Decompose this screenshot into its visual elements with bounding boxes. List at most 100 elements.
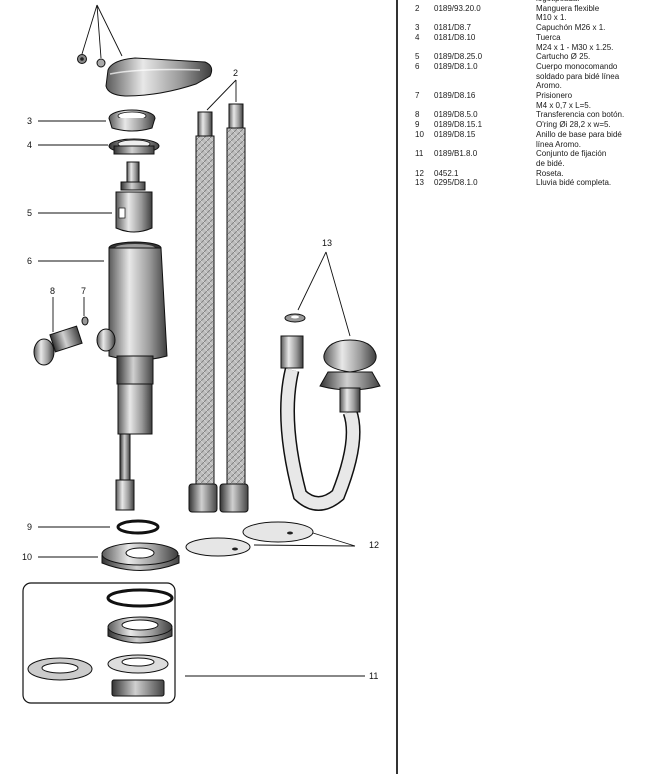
leader-13 xyxy=(297,251,351,337)
o-ring xyxy=(116,519,160,535)
part-number: 8 xyxy=(415,110,420,120)
description-line: logotipeada. xyxy=(536,0,641,4)
callout-4: 4 xyxy=(27,140,32,150)
part-row: 13 0295/D8.1.0 Lluvia bidé completa. xyxy=(415,178,643,188)
leader-top xyxy=(81,4,123,59)
description-line: M4 x 0,7 x L=5. xyxy=(536,100,591,110)
retaining-nut xyxy=(108,138,160,155)
cartridge xyxy=(115,161,153,233)
screw-icon xyxy=(77,54,87,64)
part-code: 0189/D8.1.0 xyxy=(434,61,478,71)
fixing-set-box xyxy=(22,582,176,704)
part-description: O'ring Øi 28,2 x w=5. xyxy=(536,120,641,130)
callout-6: 6 xyxy=(27,256,32,266)
cap-nut xyxy=(108,109,156,132)
part-number: 9 xyxy=(415,120,420,130)
base-ring xyxy=(101,542,180,571)
grub-screw xyxy=(81,316,89,326)
part-code: 0181/D8.7 xyxy=(434,23,471,33)
callout-8: 8 xyxy=(50,286,55,296)
callout-labels: 2 3 4 5 6 7 8 9 10 11 12 13 xyxy=(22,68,379,681)
part-row: 5 0189/D8.25.0 Cartucho Ø 25. xyxy=(415,52,643,62)
leader-2 xyxy=(206,79,237,111)
part-description: Roseta. xyxy=(536,169,641,179)
description-line: de bidé. xyxy=(536,158,565,168)
description-line: soldado para bidé línea xyxy=(536,71,620,81)
part-number: 6 xyxy=(415,61,420,71)
callout-2: 2 xyxy=(233,68,238,78)
leader-12 xyxy=(253,532,356,547)
part-description: Capuchón M26 x 1. xyxy=(536,23,641,33)
callout-10: 10 xyxy=(22,552,32,562)
part-description: Cartucho Ø 25. xyxy=(536,52,641,62)
part-number: 5 xyxy=(415,52,420,62)
diverter-button xyxy=(33,325,83,366)
callout-3: 3 xyxy=(27,116,32,126)
part-number: 2 xyxy=(415,3,420,13)
part-code: 0181/D8.10 xyxy=(434,32,476,42)
description-line: Conjunto de fijación xyxy=(536,149,607,159)
callout-5: 5 xyxy=(27,208,32,218)
part-code: 0189/D8.16 xyxy=(434,91,476,101)
part-row: 9 0189/D8.15.1 O'ring Øi 28,2 x w=5. xyxy=(415,120,643,130)
parts-list: logotipeada. 2 0189/93.20.0 Manguera flexib… xyxy=(415,0,643,188)
part-code: 0189/D8.25.0 xyxy=(434,52,483,62)
description-line: O'ring Øi 28,2 x w=5. xyxy=(536,120,611,130)
description-line: línea Aromo. xyxy=(536,139,581,149)
description-line: M24 x 1 - M30 x 1.25. xyxy=(536,42,614,52)
part-code: 0189/93.20.0 xyxy=(434,3,481,13)
callout-11: 11 xyxy=(369,671,378,681)
part-code: 0189/D8.15 xyxy=(434,129,476,139)
part-number: 13 xyxy=(415,178,424,188)
part-number: 10 xyxy=(415,129,424,139)
description-line: Cuerpo monocomando xyxy=(536,61,618,71)
rosette-right xyxy=(242,521,314,543)
part-code: 0452.1 xyxy=(434,168,459,178)
faucet-body xyxy=(96,241,168,511)
description-line: M10 x 1. xyxy=(536,13,567,23)
description-line: Lluvia bidé completa. xyxy=(536,178,612,188)
part-row: logotipeada. xyxy=(415,0,643,4)
part-row: 12 0452.1 Roseta. xyxy=(415,169,643,179)
part-code: 0189/D8.15.1 xyxy=(434,120,483,130)
description-line: Manguera flexible xyxy=(536,3,600,13)
part-number: 4 xyxy=(415,32,420,42)
callout-9: 9 xyxy=(27,522,32,532)
callout-leaders xyxy=(38,120,365,677)
set-screw-icon xyxy=(96,58,106,68)
description-line: Capuchón M26 x 1. xyxy=(536,23,606,33)
rosette-left xyxy=(185,537,251,557)
description-line: Prisionero xyxy=(536,91,573,101)
callout-12: 12 xyxy=(369,540,379,550)
part-number: 11 xyxy=(415,149,424,159)
part-code: 0295/D8.1.0 xyxy=(434,178,478,188)
part-description: Transferencia con botón. xyxy=(536,110,641,120)
part-code: 0189/D8.5.0 xyxy=(434,110,478,120)
part-number: 12 xyxy=(415,168,424,178)
description-line: Anillo de base para bidé xyxy=(536,129,622,139)
description-line: Tuerca xyxy=(536,32,561,42)
part-number: 7 xyxy=(415,91,420,101)
flexible-hose-left xyxy=(188,111,218,513)
description-line: Transferencia con botón. xyxy=(536,110,625,120)
bidet-shower xyxy=(280,313,381,511)
part-description: logotipeada. xyxy=(536,0,641,4)
description-line: Aromo. xyxy=(536,81,562,91)
flexible-hose-right xyxy=(219,103,249,513)
lever-handle xyxy=(105,57,213,97)
column-divider xyxy=(396,0,398,774)
description-line: Roseta. xyxy=(536,168,564,178)
callout-13: 13 xyxy=(322,238,332,248)
part-code: 0189/B1.8.0 xyxy=(434,149,478,159)
